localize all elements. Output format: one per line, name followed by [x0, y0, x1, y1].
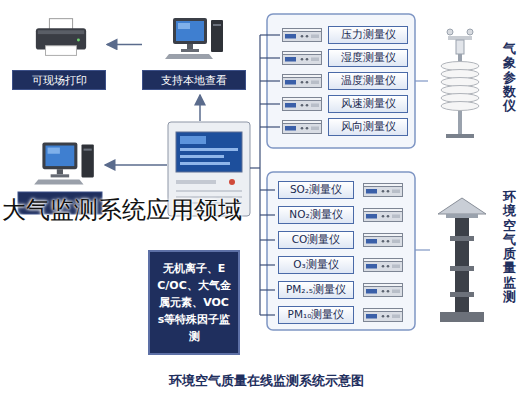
- instrument-label: 压力测量仪: [328, 26, 408, 44]
- remote-computer-icon: [34, 142, 94, 184]
- instrument-name: SO₂测量仪: [290, 183, 342, 197]
- instrument-label: 温度测量仪: [328, 72, 408, 90]
- factor-text: 无机离子、EC/OC、大气金属元素、VOCs等特殊因子监测: [157, 262, 231, 343]
- instrument-label: NO₂测量仪: [278, 206, 354, 224]
- instrument-name: 湿度测量仪: [341, 51, 396, 65]
- side-label: 环境空气质量监测: [503, 190, 516, 304]
- instrument-device: [364, 184, 403, 197]
- weather-station: [415, 29, 479, 138]
- box-label: 可现场打印: [12, 70, 106, 90]
- caption: 环境空气质量在线监测系统示意图: [0, 372, 532, 390]
- printer-icon: [36, 19, 86, 56]
- bus-wires: [250, 35, 280, 315]
- sampling-tower: [415, 198, 486, 322]
- side-label: 气象参数仪: [503, 42, 516, 113]
- instrument-name: CO测量仪: [292, 233, 341, 247]
- instrument-device: [283, 52, 322, 65]
- instrument-device: [364, 209, 403, 222]
- instrument-device: [283, 29, 322, 42]
- instrument-label: PM₂.₅测量仪: [278, 281, 354, 299]
- instrument-label: 湿度测量仪: [328, 49, 408, 67]
- computer-icon: [165, 18, 223, 59]
- instrument-name: 风向测量仪: [341, 120, 396, 134]
- uplink-arrow: [199, 95, 201, 121]
- device-node: 可现场打印: [12, 14, 106, 90]
- factor-box: 无机离子、EC/OC、大气金属元素、VOCs等特殊因子监测: [148, 250, 240, 355]
- instrument-name: 压力测量仪: [341, 28, 396, 42]
- instrument-label: PM₁₀测量仪: [278, 306, 354, 324]
- instrument-label: 风向测量仪: [328, 118, 408, 136]
- watermark: 大气监测系统应用领域: [2, 194, 242, 226]
- connector-arrow: [107, 44, 142, 46]
- device-node: 支持本地查看: [142, 14, 246, 90]
- instrument-name: 风速测量仪: [341, 97, 396, 111]
- instrument-label: 风速测量仪: [328, 95, 408, 113]
- instrument-device: [283, 75, 322, 88]
- remote-arrow: [105, 164, 167, 166]
- instrument-name: O₃测量仪: [293, 258, 338, 272]
- instrument-name: PM₁₀测量仪: [288, 308, 345, 322]
- instrument-name: PM₂.₅测量仪: [286, 283, 346, 297]
- met-panel: [267, 14, 415, 148]
- box-label: 支持本地查看: [142, 70, 246, 90]
- instrument-device: [364, 284, 403, 297]
- instrument-label: O₃测量仪: [278, 256, 354, 274]
- instrument-name: 温度测量仪: [341, 74, 396, 88]
- instrument-device: [364, 309, 403, 322]
- instrument-label: SO₂测量仪: [278, 181, 354, 199]
- instrument-device: [364, 259, 403, 272]
- instrument-label: CO测量仪: [278, 231, 354, 249]
- instrument-name: NO₂测量仪: [289, 208, 342, 222]
- instrument-device: [283, 121, 322, 134]
- instrument-device: [364, 234, 403, 247]
- instrument-device: [283, 98, 322, 111]
- gas-panel: [267, 172, 415, 330]
